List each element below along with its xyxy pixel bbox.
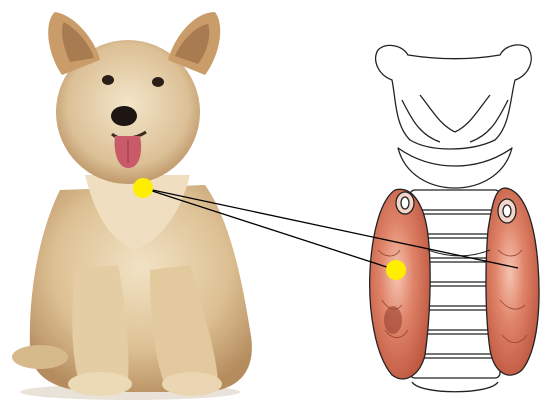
neck-marker-dot bbox=[133, 178, 153, 198]
left-thyroid-lobe bbox=[370, 189, 430, 379]
dog-photo bbox=[12, 12, 252, 400]
thyroid-marker-dot bbox=[386, 260, 406, 280]
thyroid-larynx-diagram bbox=[370, 45, 539, 392]
